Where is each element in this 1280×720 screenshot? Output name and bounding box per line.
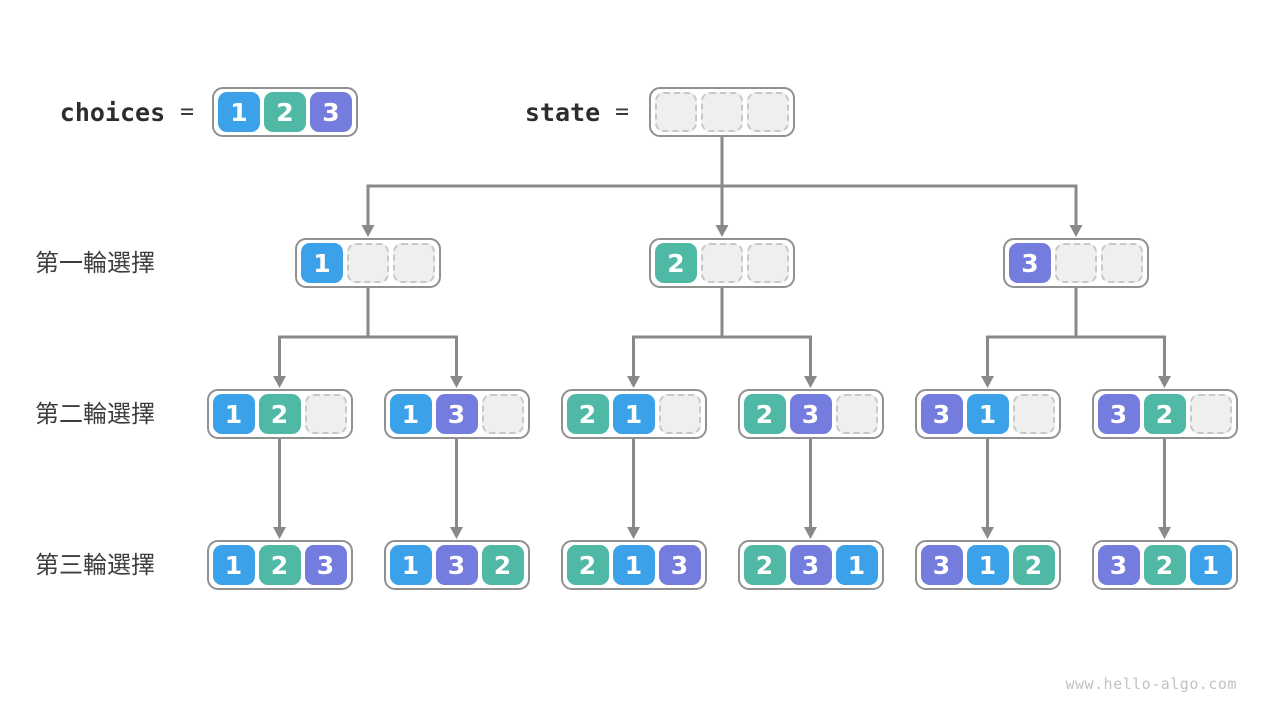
value-cell-3: 3 bbox=[658, 545, 701, 585]
state-node-r1-1xx: 1 bbox=[295, 238, 441, 288]
value-cell-1: 1 bbox=[389, 545, 432, 585]
choices-label: choices = bbox=[0, 87, 194, 137]
value-cell-3: 3 bbox=[789, 545, 832, 585]
value-cell-1: 1 bbox=[218, 92, 260, 132]
empty-cell bbox=[1012, 394, 1055, 434]
value-cell-1: 1 bbox=[389, 394, 432, 434]
state-node-r1-3xx: 3 bbox=[1003, 238, 1149, 288]
value-cell-2: 2 bbox=[1143, 394, 1186, 434]
value-cell-1: 1 bbox=[612, 394, 655, 434]
choices-label-text: choices bbox=[59, 97, 166, 127]
value-cell-2: 2 bbox=[264, 92, 306, 132]
row-label-round-1: 第一輪選擇 bbox=[35, 249, 155, 277]
value-cell-1: 1 bbox=[966, 545, 1009, 585]
empty-cell bbox=[655, 92, 697, 132]
empty-cell bbox=[701, 243, 743, 283]
value-cell-2: 2 bbox=[743, 394, 786, 434]
value-cell-1: 1 bbox=[966, 394, 1009, 434]
value-cell-2: 2 bbox=[1143, 545, 1186, 585]
state-label-text: state bbox=[524, 97, 601, 127]
empty-cell bbox=[747, 243, 789, 283]
value-cell-1: 1 bbox=[612, 545, 655, 585]
empty-cell bbox=[1101, 243, 1143, 283]
value-cell-3: 3 bbox=[304, 545, 347, 585]
empty-cell bbox=[347, 243, 389, 283]
value-cell-2: 2 bbox=[1012, 545, 1055, 585]
value-cell-2: 2 bbox=[655, 243, 697, 283]
value-cell-3: 3 bbox=[920, 545, 963, 585]
empty-cell bbox=[658, 394, 701, 434]
choices-equals-sign: = bbox=[180, 99, 194, 125]
value-cell-3: 3 bbox=[920, 394, 963, 434]
value-cell-3: 3 bbox=[1097, 545, 1140, 585]
empty-cell bbox=[481, 394, 524, 434]
empty-cell bbox=[304, 394, 347, 434]
state-label: state = bbox=[0, 87, 629, 137]
value-cell-3: 3 bbox=[435, 545, 478, 585]
empty-cell bbox=[701, 92, 743, 132]
value-cell-2: 2 bbox=[743, 545, 786, 585]
row-label-round-2: 第二輪選擇 bbox=[35, 400, 155, 428]
value-cell-1: 1 bbox=[212, 545, 255, 585]
empty-cell bbox=[835, 394, 878, 434]
value-cell-2: 2 bbox=[481, 545, 524, 585]
row-label-round-3: 第三輪選擇 bbox=[35, 551, 155, 579]
empty-cell bbox=[747, 92, 789, 132]
state-equals-sign: = bbox=[615, 99, 629, 125]
empty-cell bbox=[1055, 243, 1097, 283]
value-cell-2: 2 bbox=[566, 545, 609, 585]
empty-cell bbox=[393, 243, 435, 283]
value-cell-3: 3 bbox=[310, 92, 352, 132]
value-cell-3: 3 bbox=[1097, 394, 1140, 434]
value-cell-3: 3 bbox=[789, 394, 832, 434]
value-cell-3: 3 bbox=[1009, 243, 1051, 283]
value-cell-2: 2 bbox=[258, 394, 301, 434]
watermark: www.hello-algo.com bbox=[1065, 675, 1237, 693]
state-array bbox=[649, 87, 795, 137]
value-cell-3: 3 bbox=[435, 394, 478, 434]
value-cell-1: 1 bbox=[835, 545, 878, 585]
value-cell-2: 2 bbox=[258, 545, 301, 585]
value-cell-1: 1 bbox=[301, 243, 343, 283]
empty-cell bbox=[1189, 394, 1232, 434]
state-node-r1-2xx: 2 bbox=[649, 238, 795, 288]
value-cell-1: 1 bbox=[212, 394, 255, 434]
value-cell-1: 1 bbox=[1189, 545, 1232, 585]
value-cell-2: 2 bbox=[566, 394, 609, 434]
